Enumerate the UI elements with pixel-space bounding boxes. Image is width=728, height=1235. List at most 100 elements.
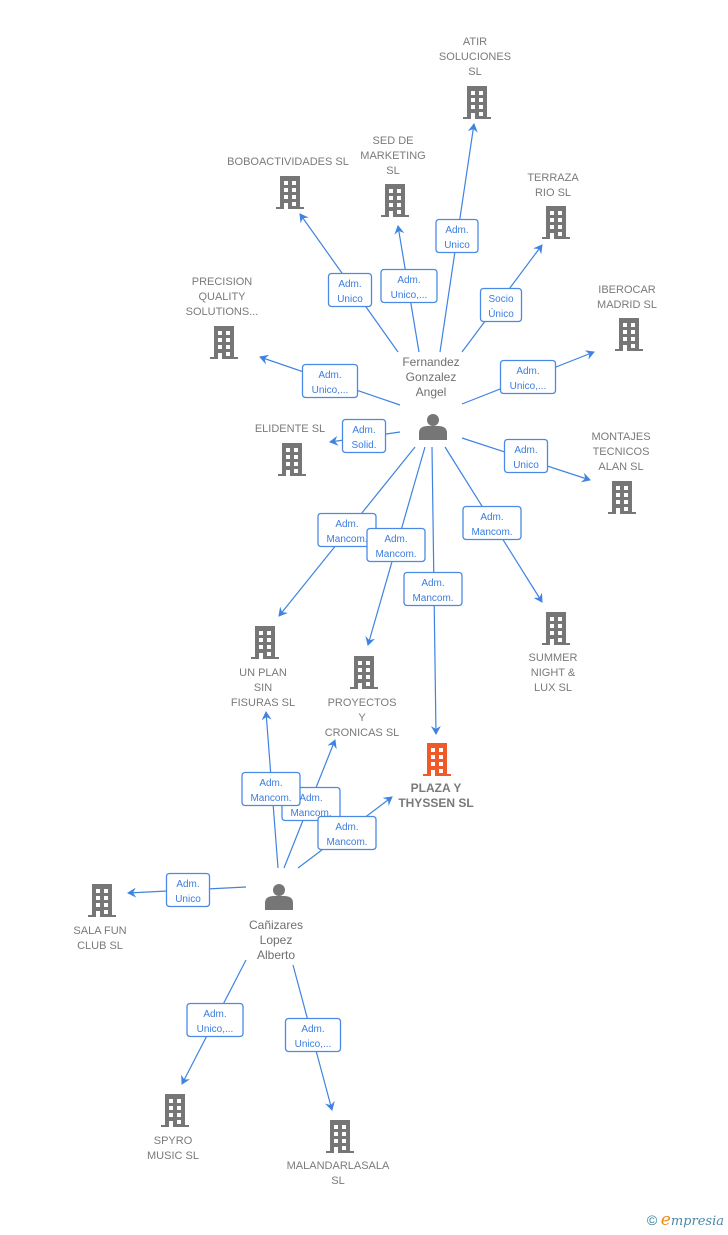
node-label: ELIDENTE SL (255, 423, 325, 435)
edge-label-frame (327, 272, 373, 308)
edge-label-box[interactable]: Adm. Mancom. (317, 512, 377, 548)
edge-label-box[interactable]: Adm. Unico (165, 872, 211, 908)
edge-label-text: Mancom. (326, 534, 367, 545)
edge-label-text: Mancom. (326, 837, 367, 848)
edge-label-frame (435, 218, 479, 254)
edge-label-text: Unico (175, 894, 201, 905)
node-label: FISURAS SL (231, 697, 295, 709)
node-label: THYSSEN SL (398, 796, 473, 810)
node-label: PRECISION (192, 276, 253, 288)
person-icon (419, 414, 447, 440)
node-label: TERRAZA (527, 172, 579, 184)
edge-label-text: Adm. (480, 512, 503, 523)
node-label: Fernandez (402, 355, 459, 369)
edge-label-frame (284, 1017, 342, 1053)
edge-label-box[interactable]: Adm.Mancom. (317, 815, 377, 851)
node-label: QUALITY (198, 291, 246, 303)
node-label: MONTAJES (591, 431, 650, 443)
edge-label-frame (462, 505, 522, 541)
edge-label-box[interactable]: Adm.Mancom. (366, 527, 426, 563)
building-icon (278, 443, 306, 478)
node-label: CRONICAS SL (325, 727, 400, 739)
company-node-montajes[interactable]: MONTAJES TECNICOS ALAN SL (591, 431, 651, 516)
edge-label-box[interactable]: Adm. Mancom. (403, 571, 463, 607)
edge-label-text: Unico,... (510, 381, 547, 392)
edge-label-frame (317, 815, 377, 851)
edge-label-text: Adm. (421, 578, 444, 589)
node-label: IBEROCAR (598, 284, 656, 296)
edge-label-box[interactable]: Adm.Unico,... (186, 1002, 244, 1038)
building-icon (88, 884, 116, 919)
company-node-elidente[interactable]: ELIDENTE SL (255, 423, 325, 478)
edge-label-frame (499, 359, 557, 395)
edge-label-text: Adm. (318, 370, 341, 381)
node-label: SOLUTIONS... (186, 306, 259, 318)
node-label: SOLUCIONES (439, 51, 511, 63)
edge-label-text: Unico (513, 460, 539, 471)
edge-label-text: Mancom. (412, 593, 453, 604)
edge-label-text: Unico,... (312, 385, 349, 396)
node-label: TECNICOS (593, 446, 650, 458)
edge-label-box[interactable]: Adm. Unico,... (301, 363, 359, 399)
edge-label-text: Solid. (351, 440, 376, 451)
edge-label-box[interactable]: Adm.Unico,... (284, 1017, 342, 1053)
edge-label-box[interactable]: Adm.Unico,... (499, 359, 557, 395)
edge-label-box[interactable]: Adm.Mancom. (462, 505, 522, 541)
node-label: ALAN SL (598, 461, 643, 473)
node-label: BOBOACTIVIDADES SL (227, 156, 349, 168)
edge-label-text: Unico,... (295, 1039, 332, 1050)
building-icon (542, 206, 570, 241)
edge-label-frame (366, 527, 426, 563)
building-icon (276, 176, 304, 211)
node-label: SL (468, 66, 481, 78)
node-label: PLAZA Y (411, 781, 462, 795)
building-icon (463, 86, 491, 121)
edge-label-text: Adm. (352, 425, 375, 436)
company-node-bobo[interactable]: BOBOACTIVIDADES SL (227, 156, 349, 211)
edge-label-box[interactable]: Adm. Unico (435, 218, 479, 254)
building-icon (423, 743, 451, 778)
edge-label-text: Adm. (445, 225, 468, 236)
node-label: MADRID SL (597, 299, 657, 311)
edge-label-text: Adm. (338, 279, 361, 290)
company-node-iberocar[interactable]: IBEROCAR MADRID SL (597, 284, 657, 353)
edge-label-frame (479, 287, 523, 323)
edge-label-box[interactable]: Adm. Solid. (341, 418, 387, 454)
edge-label-text: Adm. (335, 519, 358, 530)
node-label: Alberto (257, 948, 295, 962)
edge-label-box[interactable]: Adm.Unico,... (380, 268, 438, 304)
edge-label-box[interactable]: Adm.Unico (503, 438, 549, 474)
edge-label-box[interactable]: Adm. Unico (327, 272, 373, 308)
node-label: UN PLAN (239, 667, 287, 679)
edge-label-frame (165, 872, 211, 908)
node-label: PROYECTOS (328, 697, 397, 709)
node-label: Lopez (260, 933, 293, 947)
company-node-unplan[interactable]: UN PLAN SIN FISURAS SL (231, 626, 295, 709)
company-node-precision[interactable]: PRECISION QUALITY SOLUTIONS... (186, 276, 259, 361)
node-label: SPYRO (154, 1135, 193, 1147)
node-label: NIGHT & (531, 667, 576, 679)
node-label: SIN (254, 682, 272, 694)
edge-label-text: Mancom. (290, 808, 331, 819)
building-icon (251, 626, 279, 661)
edge-label-box[interactable]: Adm.Mancom. (241, 771, 301, 807)
edge-label-text: Mancom. (250, 793, 291, 804)
edge-label-text: Adm. (176, 879, 199, 890)
edge-label-text: Unico (337, 294, 363, 305)
empresia-logo[interactable]: © empresia (646, 1210, 724, 1230)
edge-label-text: Unico,... (197, 1024, 234, 1035)
edge-label-text: Unico (444, 240, 470, 251)
